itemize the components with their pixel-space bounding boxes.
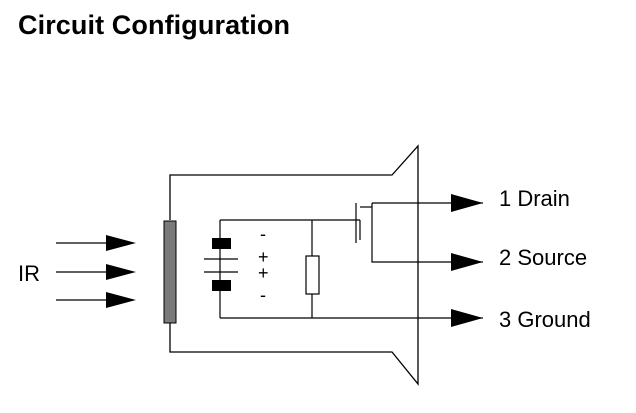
polarity-sign: - [260, 285, 266, 305]
ir-arrowhead [106, 235, 136, 251]
output-leads [355, 194, 483, 327]
pin-label-source: 2 Source [499, 245, 587, 270]
pin-label-drain: 1 Drain [499, 186, 570, 211]
source-lead [371, 240, 483, 263]
ir-arrows [56, 235, 136, 308]
page-title: Circuit Configuration [18, 10, 291, 40]
ir-arrowhead [106, 292, 136, 308]
ir-window [163, 220, 177, 324]
jfet-transistor [355, 203, 373, 243]
polarity-sign: + [258, 263, 269, 283]
housing-outline [169, 144, 419, 386]
pin-label-ground: 3 Ground [499, 307, 591, 332]
ir-arrowhead [106, 264, 136, 280]
polarity-sign: - [260, 224, 266, 244]
polarity-sign: + [258, 247, 269, 267]
ir-label: IR [18, 261, 40, 286]
source-arrowhead [451, 253, 483, 271]
crystal-plate [212, 280, 231, 291]
drain-arrowhead [451, 194, 483, 212]
ground-arrowhead [451, 309, 483, 327]
pyroelectric-element [204, 220, 238, 318]
load-resistor [305, 220, 320, 318]
crystal-plate [212, 238, 231, 249]
